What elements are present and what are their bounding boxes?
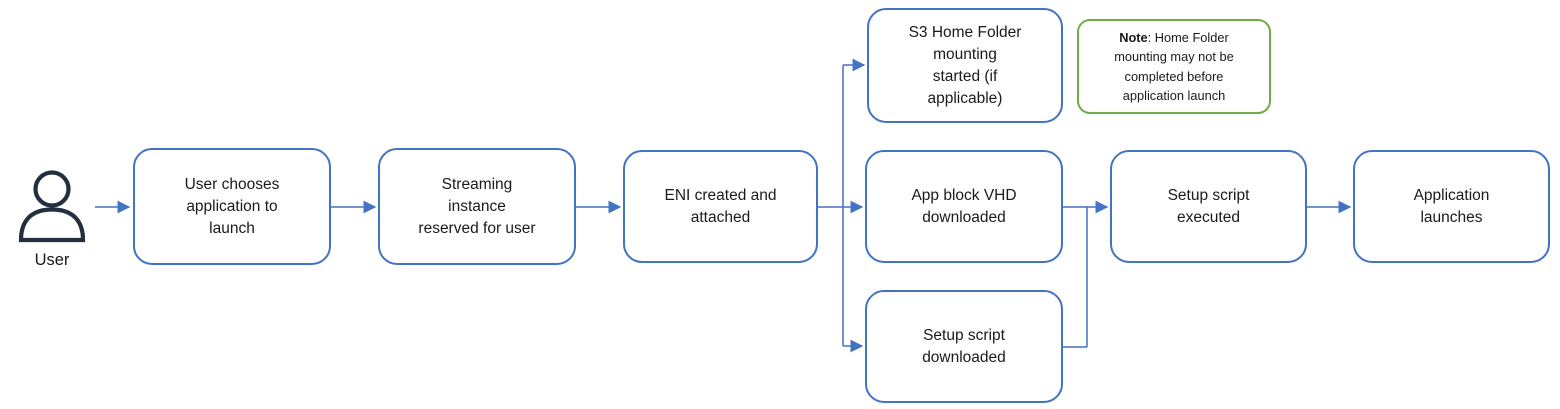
node-user-chooses-application: User chooses application to launch [133,148,331,265]
node-eni-created-attached: ENI created and attached [623,150,818,263]
node-label: ENI created and attached [664,186,777,226]
node-streaming-instance-reserved: Streaming instance reserved for user [378,148,576,265]
node-label: Streaming instance reserved for user [418,175,536,237]
actor-user-label: User [34,251,70,269]
node-label: Setup script executed [1167,186,1250,226]
node-s3-home-folder-mounting: S3 Home Folder mounting started (if appl… [867,8,1063,123]
node-application-launches: Application launches [1353,150,1550,263]
node-app-block-vhd-downloaded: App block VHD downloaded [865,150,1063,263]
person-icon [18,170,86,243]
actor-user: User [10,165,94,277]
note-home-folder-mounting: Note: Home Folder mounting may not be co… [1077,19,1271,114]
note-bold-label: Note [1119,30,1148,46]
note-rest: : Home Folder mounting may not be comple… [1114,30,1234,103]
node-label: Setup script downloaded [922,326,1006,366]
node-label: User chooses application to launch [184,175,280,237]
node-setup-script-downloaded: Setup script downloaded [865,290,1063,403]
node-setup-script-executed: Setup script executed [1110,150,1307,263]
note-text: Note: Home Folder mounting may not be co… [1114,28,1234,105]
node-label: S3 Home Folder mounting started (if appl… [908,23,1022,107]
node-label: App block VHD downloaded [911,186,1017,226]
node-label: Application launches [1413,186,1490,226]
